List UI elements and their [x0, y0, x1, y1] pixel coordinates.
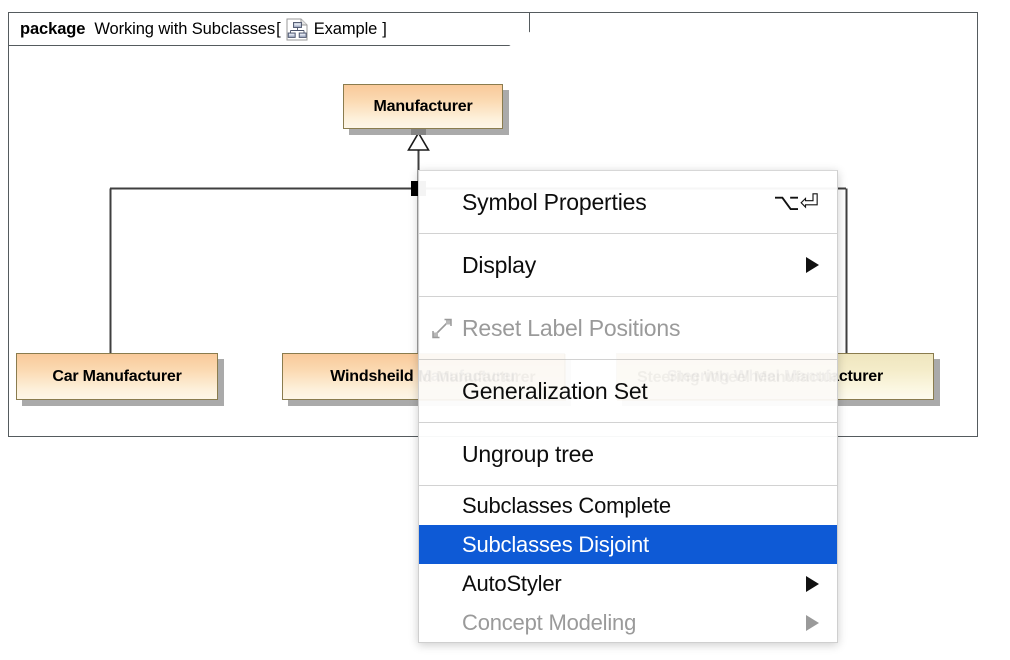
menu-separator — [419, 233, 837, 234]
menu-item-generalization-set[interactable]: Generalization Set — [419, 360, 837, 422]
submenu-arrow-icon — [806, 614, 819, 631]
submenu-arrow-icon — [806, 575, 819, 592]
menu-item-label: Display — [462, 251, 537, 278]
class-box-car-manufacturer[interactable]: Car Manufacturer — [16, 353, 218, 400]
submenu-arrow-icon — [806, 257, 819, 273]
menu-item-label: Reset Label Positions — [462, 314, 681, 341]
menu-item-ungroup-tree[interactable]: Ungroup tree — [419, 423, 837, 485]
menu-item-label: Symbol Properties — [462, 188, 647, 215]
menu-item-label: Subclasses Complete — [462, 492, 671, 518]
menu-separator — [419, 359, 837, 360]
reset-label-positions-icon — [431, 317, 453, 339]
package-keyword: package — [20, 19, 86, 38]
package-name: Working with Subclasses — [94, 19, 276, 38]
bracket-close: ] — [382, 19, 387, 38]
menu-item-reset-label-positions: Reset Label Positions — [419, 297, 837, 359]
menu-separator — [419, 485, 837, 486]
class-box-manufacturer[interactable]: Manufacturer — [343, 84, 503, 129]
menu-item-subclasses-complete[interactable]: Subclasses Complete — [419, 486, 837, 525]
menu-separator — [419, 296, 837, 297]
context-menu[interactable]: Windsheild Manufacturer Steering Wheel M… — [418, 170, 838, 643]
menu-item-label: AutoStyler — [462, 570, 562, 596]
menu-item-concept-modeling: Concept Modeling — [419, 603, 837, 642]
menu-item-label: Generalization Set — [462, 377, 648, 404]
class-name-manufacturer: Manufacturer — [373, 97, 473, 115]
class-name-car-manufacturer: Car Manufacturer — [52, 367, 182, 385]
menu-item-shortcut: ⌥⏎ — [773, 188, 819, 215]
package-diagram-label: Example — [313, 19, 378, 38]
class-diagram-icon — [286, 18, 308, 41]
menu-item-display[interactable]: Display — [419, 234, 837, 296]
menu-item-label: Concept Modeling — [462, 609, 637, 635]
package-header-tab[interactable]: package Working with Subclasses [ Exampl… — [8, 12, 530, 46]
menu-item-subclasses-disjoint[interactable]: Subclasses Disjoint — [419, 525, 837, 564]
menu-item-autostyler[interactable]: AutoStyler — [419, 564, 837, 603]
menu-item-symbol-properties[interactable]: Symbol Properties ⌥⏎ — [419, 171, 837, 233]
menu-item-label: Subclasses Disjoint — [462, 531, 649, 557]
menu-item-label: Ungroup tree — [462, 440, 594, 467]
menu-separator — [419, 422, 837, 423]
bracket-open: [ — [276, 19, 281, 38]
